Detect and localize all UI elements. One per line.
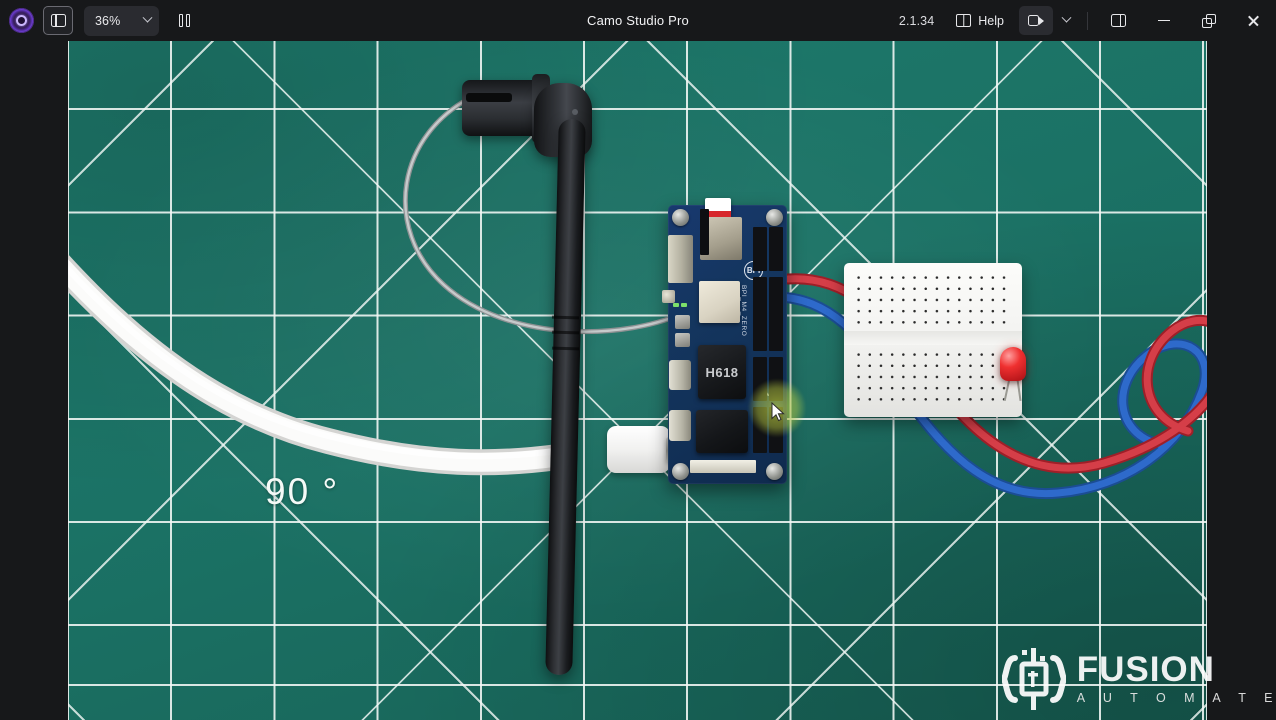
watermark-text: FUSION A U T O M A T E [1076, 650, 1276, 705]
board-screw [766, 463, 783, 480]
breadboard-center-channel [844, 331, 1022, 345]
ram-chip [696, 410, 748, 453]
sma-connector-slot [466, 93, 512, 102]
board-button [675, 333, 690, 347]
restore-button[interactable] [1186, 0, 1231, 41]
board-usb-c-port [669, 410, 691, 441]
titlebar-divider [1087, 11, 1088, 30]
watermark-title: FUSION [1076, 650, 1215, 690]
debug-header [700, 209, 709, 255]
gpio-header-block [769, 227, 783, 271]
board-button [675, 315, 690, 329]
letterbox-bar-left [0, 41, 68, 720]
gpio-header-block [769, 277, 783, 351]
help-button[interactable]: Help [947, 6, 1013, 35]
antenna-hinge-pivot [572, 109, 578, 115]
camera-icon [1028, 15, 1044, 26]
board-screw [766, 209, 783, 226]
close-button[interactable] [1231, 0, 1276, 41]
camera-dropdown-button[interactable] [1053, 6, 1079, 35]
minimize-icon [1157, 19, 1170, 22]
camera-button[interactable] [1019, 6, 1053, 35]
board-screw [672, 463, 689, 480]
right-panel-toggle-icon [1111, 14, 1126, 27]
ufl-antenna-connector [662, 290, 675, 303]
letterbox-bar-right [1207, 41, 1276, 720]
video-preview-stage[interactable]: 90 ° [0, 41, 1276, 720]
title-bar: Camo Studio Pro 36% 2.1.34 Help [0, 0, 1276, 41]
usb-c-plug [607, 426, 670, 473]
status-led [673, 303, 679, 307]
breadboard-hole-grid-lower [853, 349, 1013, 407]
pause-icon [178, 14, 190, 27]
cursor-arrow-icon [771, 402, 785, 422]
watermark-subtitle: A U T O M A T E [1076, 690, 1276, 705]
camo-logo-icon [9, 8, 34, 33]
board-usb-c-port [669, 360, 691, 390]
soc-chip: H618 [698, 345, 746, 399]
usb-a-port [668, 235, 693, 283]
wifi-module-chip [699, 281, 740, 323]
close-icon [1247, 14, 1260, 27]
breadboard-hole-grid-upper [853, 272, 1013, 326]
antenna-band [551, 346, 580, 351]
usb-c-power-cable [68, 254, 571, 476]
red-led [1000, 347, 1026, 381]
help-label: Help [978, 13, 1004, 28]
zoom-level-value: 36% [95, 13, 121, 28]
gpio-header-block [753, 277, 767, 351]
chevron-down-icon [1061, 12, 1071, 23]
book-icon [956, 14, 972, 27]
pause-button[interactable] [169, 6, 199, 35]
chevron-down-icon [142, 12, 153, 23]
camera-video-feed: 90 ° [68, 41, 1207, 720]
fusion-automate-logo-icon [1001, 648, 1066, 710]
titlebar-left-group: 36% [0, 5, 199, 36]
minimize-button[interactable] [1141, 0, 1186, 41]
ffc-connector [690, 460, 756, 473]
board-screw [672, 209, 689, 226]
left-panel-toggle-button[interactable] [43, 6, 73, 35]
status-led [681, 303, 687, 307]
camera-source-group [1019, 6, 1079, 35]
right-panel-toggle-button[interactable] [1096, 0, 1141, 41]
titlebar-right-group: 2.1.34 Help [899, 0, 1276, 41]
version-label: 2.1.34 [898, 13, 935, 28]
bpi-m4-zero-board: H618 BPI BPI_M4_ZERO V2.1 [662, 198, 787, 484]
left-panel-toggle-icon [50, 14, 66, 27]
breadboard [844, 263, 1022, 417]
antenna-band [551, 330, 580, 335]
antenna-band [551, 315, 580, 320]
board-silkscreen-label: BPI_M4_ZERO [740, 285, 747, 337]
zoom-level-select[interactable]: 36% [84, 5, 159, 36]
fusion-automate-watermark: FUSION A U T O M A T E [1001, 648, 1276, 710]
mat-angle-label: 90 ° [265, 471, 340, 512]
gpio-header-block [753, 227, 767, 271]
restore-icon [1201, 13, 1216, 28]
